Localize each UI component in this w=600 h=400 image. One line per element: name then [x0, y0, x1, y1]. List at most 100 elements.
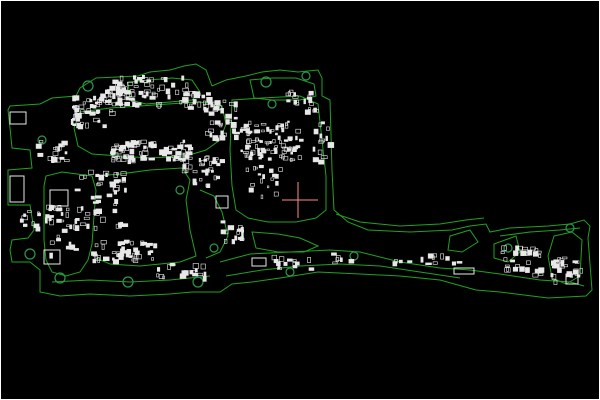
component-pad[interactable]	[160, 77, 164, 80]
component-pad[interactable]	[83, 174, 87, 179]
component-pad[interactable]	[181, 158, 186, 162]
component-pad[interactable]	[135, 102, 140, 108]
component-pad[interactable]	[115, 223, 122, 229]
component-pad[interactable]	[220, 229, 226, 235]
component-pad[interactable]	[255, 166, 258, 170]
component-pad[interactable]	[148, 77, 154, 83]
component-pad[interactable]	[112, 79, 119, 85]
component-pad[interactable]	[262, 174, 266, 179]
component-pad[interactable]	[112, 187, 119, 192]
component-pad[interactable]	[521, 246, 528, 251]
component-pad[interactable]	[94, 243, 99, 248]
component-pad[interactable]	[192, 170, 198, 174]
component-pad[interactable]	[285, 92, 291, 97]
component-pad[interactable]	[325, 135, 328, 142]
component-pad[interactable]	[74, 225, 80, 231]
component-pad[interactable]	[249, 151, 254, 157]
component-pad[interactable]	[276, 125, 281, 128]
component-pad[interactable]	[335, 257, 339, 262]
component-pad[interactable]	[151, 91, 156, 96]
component-pad[interactable]	[195, 92, 201, 96]
component-pad[interactable]	[557, 267, 562, 273]
component-pad[interactable]	[22, 223, 28, 227]
component-pad[interactable]	[181, 75, 185, 81]
component-pad[interactable]	[293, 100, 297, 105]
component-pad[interactable]	[187, 156, 193, 160]
component-pad[interactable]	[116, 155, 123, 162]
component-pad[interactable]	[243, 123, 249, 128]
component-pad[interactable]	[213, 105, 220, 111]
component-pad[interactable]	[275, 132, 278, 136]
component-pad[interactable]	[215, 175, 221, 180]
component-pad[interactable]	[515, 245, 520, 251]
component-pad[interactable]	[89, 104, 94, 109]
component-pad[interactable]	[73, 224, 76, 230]
component-pad[interactable]	[97, 119, 101, 123]
component-pad[interactable]	[72, 118, 76, 121]
component-pad[interactable]	[304, 109, 311, 115]
component-pad[interactable]	[48, 205, 55, 209]
component-pad[interactable]	[56, 218, 62, 223]
component-pad[interactable]	[255, 137, 259, 142]
component-pad[interactable]	[206, 92, 211, 96]
component-pad[interactable]	[537, 268, 543, 274]
component-pad[interactable]	[519, 266, 525, 272]
component-pad[interactable]	[182, 97, 189, 103]
component-pad[interactable]	[234, 235, 238, 241]
component-pad[interactable]	[157, 103, 161, 109]
component-pad[interactable]	[181, 169, 188, 174]
component-pad[interactable]	[66, 207, 70, 212]
component-pad[interactable]	[121, 177, 127, 182]
component-pad[interactable]	[504, 267, 511, 273]
component-pad[interactable]	[125, 240, 129, 244]
component-pad[interactable]	[90, 195, 95, 200]
component-pad[interactable]	[85, 212, 91, 216]
component-pad[interactable]	[184, 144, 188, 148]
component-pad[interactable]	[157, 87, 160, 92]
component-pad[interactable]	[61, 228, 68, 233]
component-pad[interactable]	[125, 141, 130, 147]
component-pad[interactable]	[182, 87, 189, 92]
component-pad[interactable]	[535, 250, 542, 254]
component-pad[interactable]	[456, 261, 463, 264]
component-pad[interactable]	[245, 167, 250, 173]
component-pad[interactable]	[318, 159, 325, 165]
component-pad[interactable]	[61, 140, 68, 146]
component-pad[interactable]	[113, 179, 120, 184]
component-pad[interactable]	[205, 155, 210, 159]
component-pad[interactable]	[188, 164, 193, 170]
component-pad[interactable]	[222, 99, 227, 103]
component-pad[interactable]	[60, 212, 64, 216]
component-pad[interactable]	[293, 92, 297, 97]
component-pad[interactable]	[119, 75, 124, 82]
component-pad[interactable]	[188, 150, 191, 153]
component-pad[interactable]	[167, 264, 172, 270]
component-pad[interactable]	[206, 183, 211, 189]
component-pad[interactable]	[181, 270, 186, 275]
component-pad[interactable]	[246, 126, 250, 130]
component-pad[interactable]	[192, 182, 198, 186]
component-pad[interactable]	[188, 91, 196, 96]
component-pad[interactable]	[93, 95, 97, 101]
component-pad[interactable]	[124, 86, 128, 91]
component-pad[interactable]	[211, 170, 214, 173]
component-pad[interactable]	[23, 213, 27, 217]
component-pad[interactable]	[510, 259, 515, 263]
component-pad[interactable]	[65, 212, 69, 218]
component-pad[interactable]	[553, 279, 558, 285]
component-pad[interactable]	[266, 141, 269, 146]
component-pad[interactable]	[245, 154, 250, 158]
component-pad[interactable]	[420, 256, 424, 263]
component-pad[interactable]	[89, 112, 96, 116]
component-pad[interactable]	[112, 259, 119, 265]
component-pad[interactable]	[240, 149, 243, 153]
component-pad[interactable]	[298, 138, 304, 142]
component-pad[interactable]	[151, 257, 154, 261]
component-pad[interactable]	[97, 257, 100, 263]
component-pad[interactable]	[59, 219, 65, 223]
component-pad[interactable]	[163, 77, 168, 83]
component-pad[interactable]	[159, 84, 165, 91]
component-pad[interactable]	[103, 170, 110, 176]
component-pad[interactable]	[133, 75, 137, 80]
component-pad[interactable]	[47, 156, 53, 161]
